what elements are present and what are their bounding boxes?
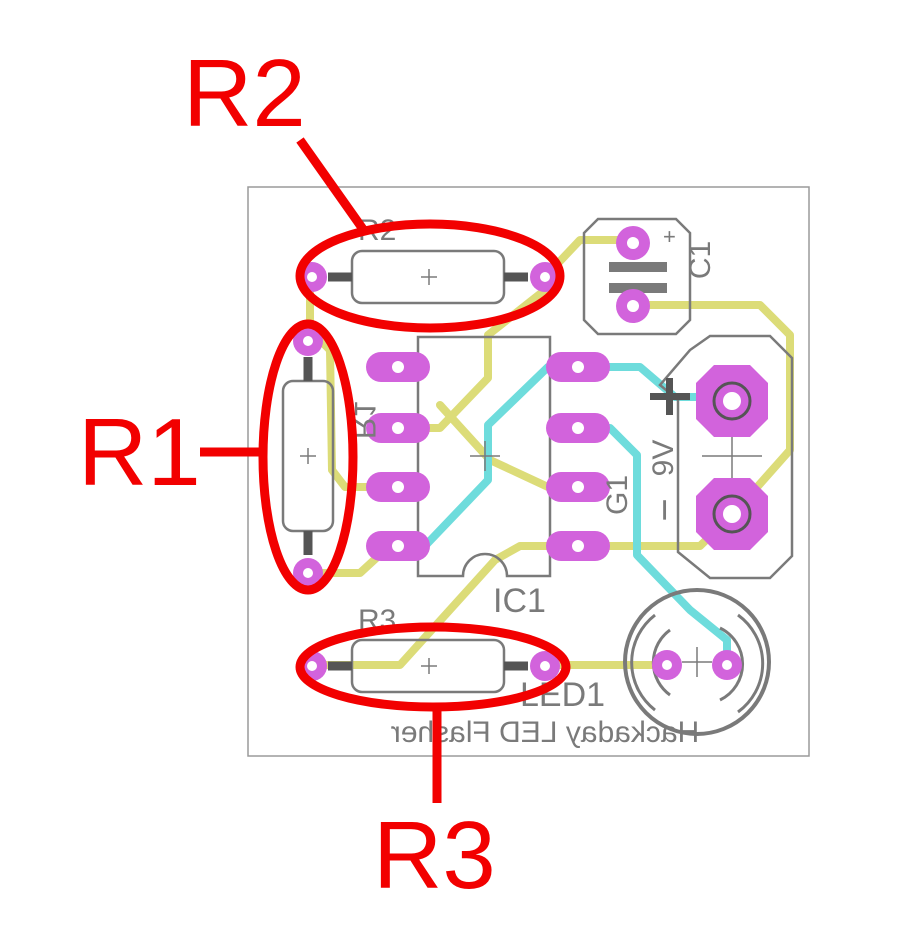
drill-g1-minus [723,505,741,523]
drill-c1-1 [627,237,639,249]
drill-led1-1 [662,660,672,670]
ic1-outline [416,335,552,578]
callout-r2-leader [296,137,369,235]
callout-annotations [200,137,571,803]
drill-ic1-3 [392,481,404,493]
callout-label-r2: R2 [183,40,306,147]
silk-board-title: Hackaday LED Flasher [391,716,699,749]
c1-plate-top [609,262,667,272]
drill-ic1-4 [392,540,404,552]
battery-plus-bar-v [666,378,673,415]
callout-r1-ellipse [258,319,358,595]
callout-label-r3: R3 [373,802,496,909]
drill-r1-1 [303,336,313,346]
battery-polarity-marks [650,378,690,415]
silk-label-c1: C1 [684,241,717,279]
g1-outline [658,334,794,580]
silk-label-g1: G1 [601,475,634,515]
silk-label-ic1: IC1 [493,582,546,620]
silk-label-battery-voltage: 9V [647,440,680,477]
callout-label-r1: R1 [78,399,201,506]
drill-ic1-5 [572,540,584,552]
led1-arc-2 [630,613,656,712]
battery-pad-rings [712,381,752,534]
drill-ic1-1 [392,361,404,373]
led1-arc-3 [719,626,744,702]
drill-ic1-6 [572,481,584,493]
drill-ic1-8 [572,361,584,373]
ring-g1-plus [712,381,752,421]
ring-g1-minus [712,494,752,534]
c1-outline [582,217,692,336]
drill-r2-1 [307,272,317,282]
drill-ic1-2 [392,422,404,434]
drill-led1-2 [722,660,732,670]
callout-r2-ellipse [295,219,565,333]
drill-r1-2 [303,568,313,578]
drill-r3-1 [307,661,317,671]
led1-arc-4 [737,613,765,714]
trace-pin5-led [304,508,739,669]
trace-c1-battery [628,301,794,516]
c1-plate-bottom [609,283,667,293]
battery-pad-drills [723,392,741,523]
silk-label-battery-minus: − [643,498,687,521]
drill-holes [303,237,732,671]
drill-r3-2 [540,661,550,671]
drill-c1-2 [627,300,639,312]
drill-r2-2 [540,272,550,282]
silk-label-c1-plus: + [663,224,676,249]
drill-g1-plus [723,392,741,410]
led1-outline [623,588,771,736]
drill-ic1-7 [572,422,584,434]
